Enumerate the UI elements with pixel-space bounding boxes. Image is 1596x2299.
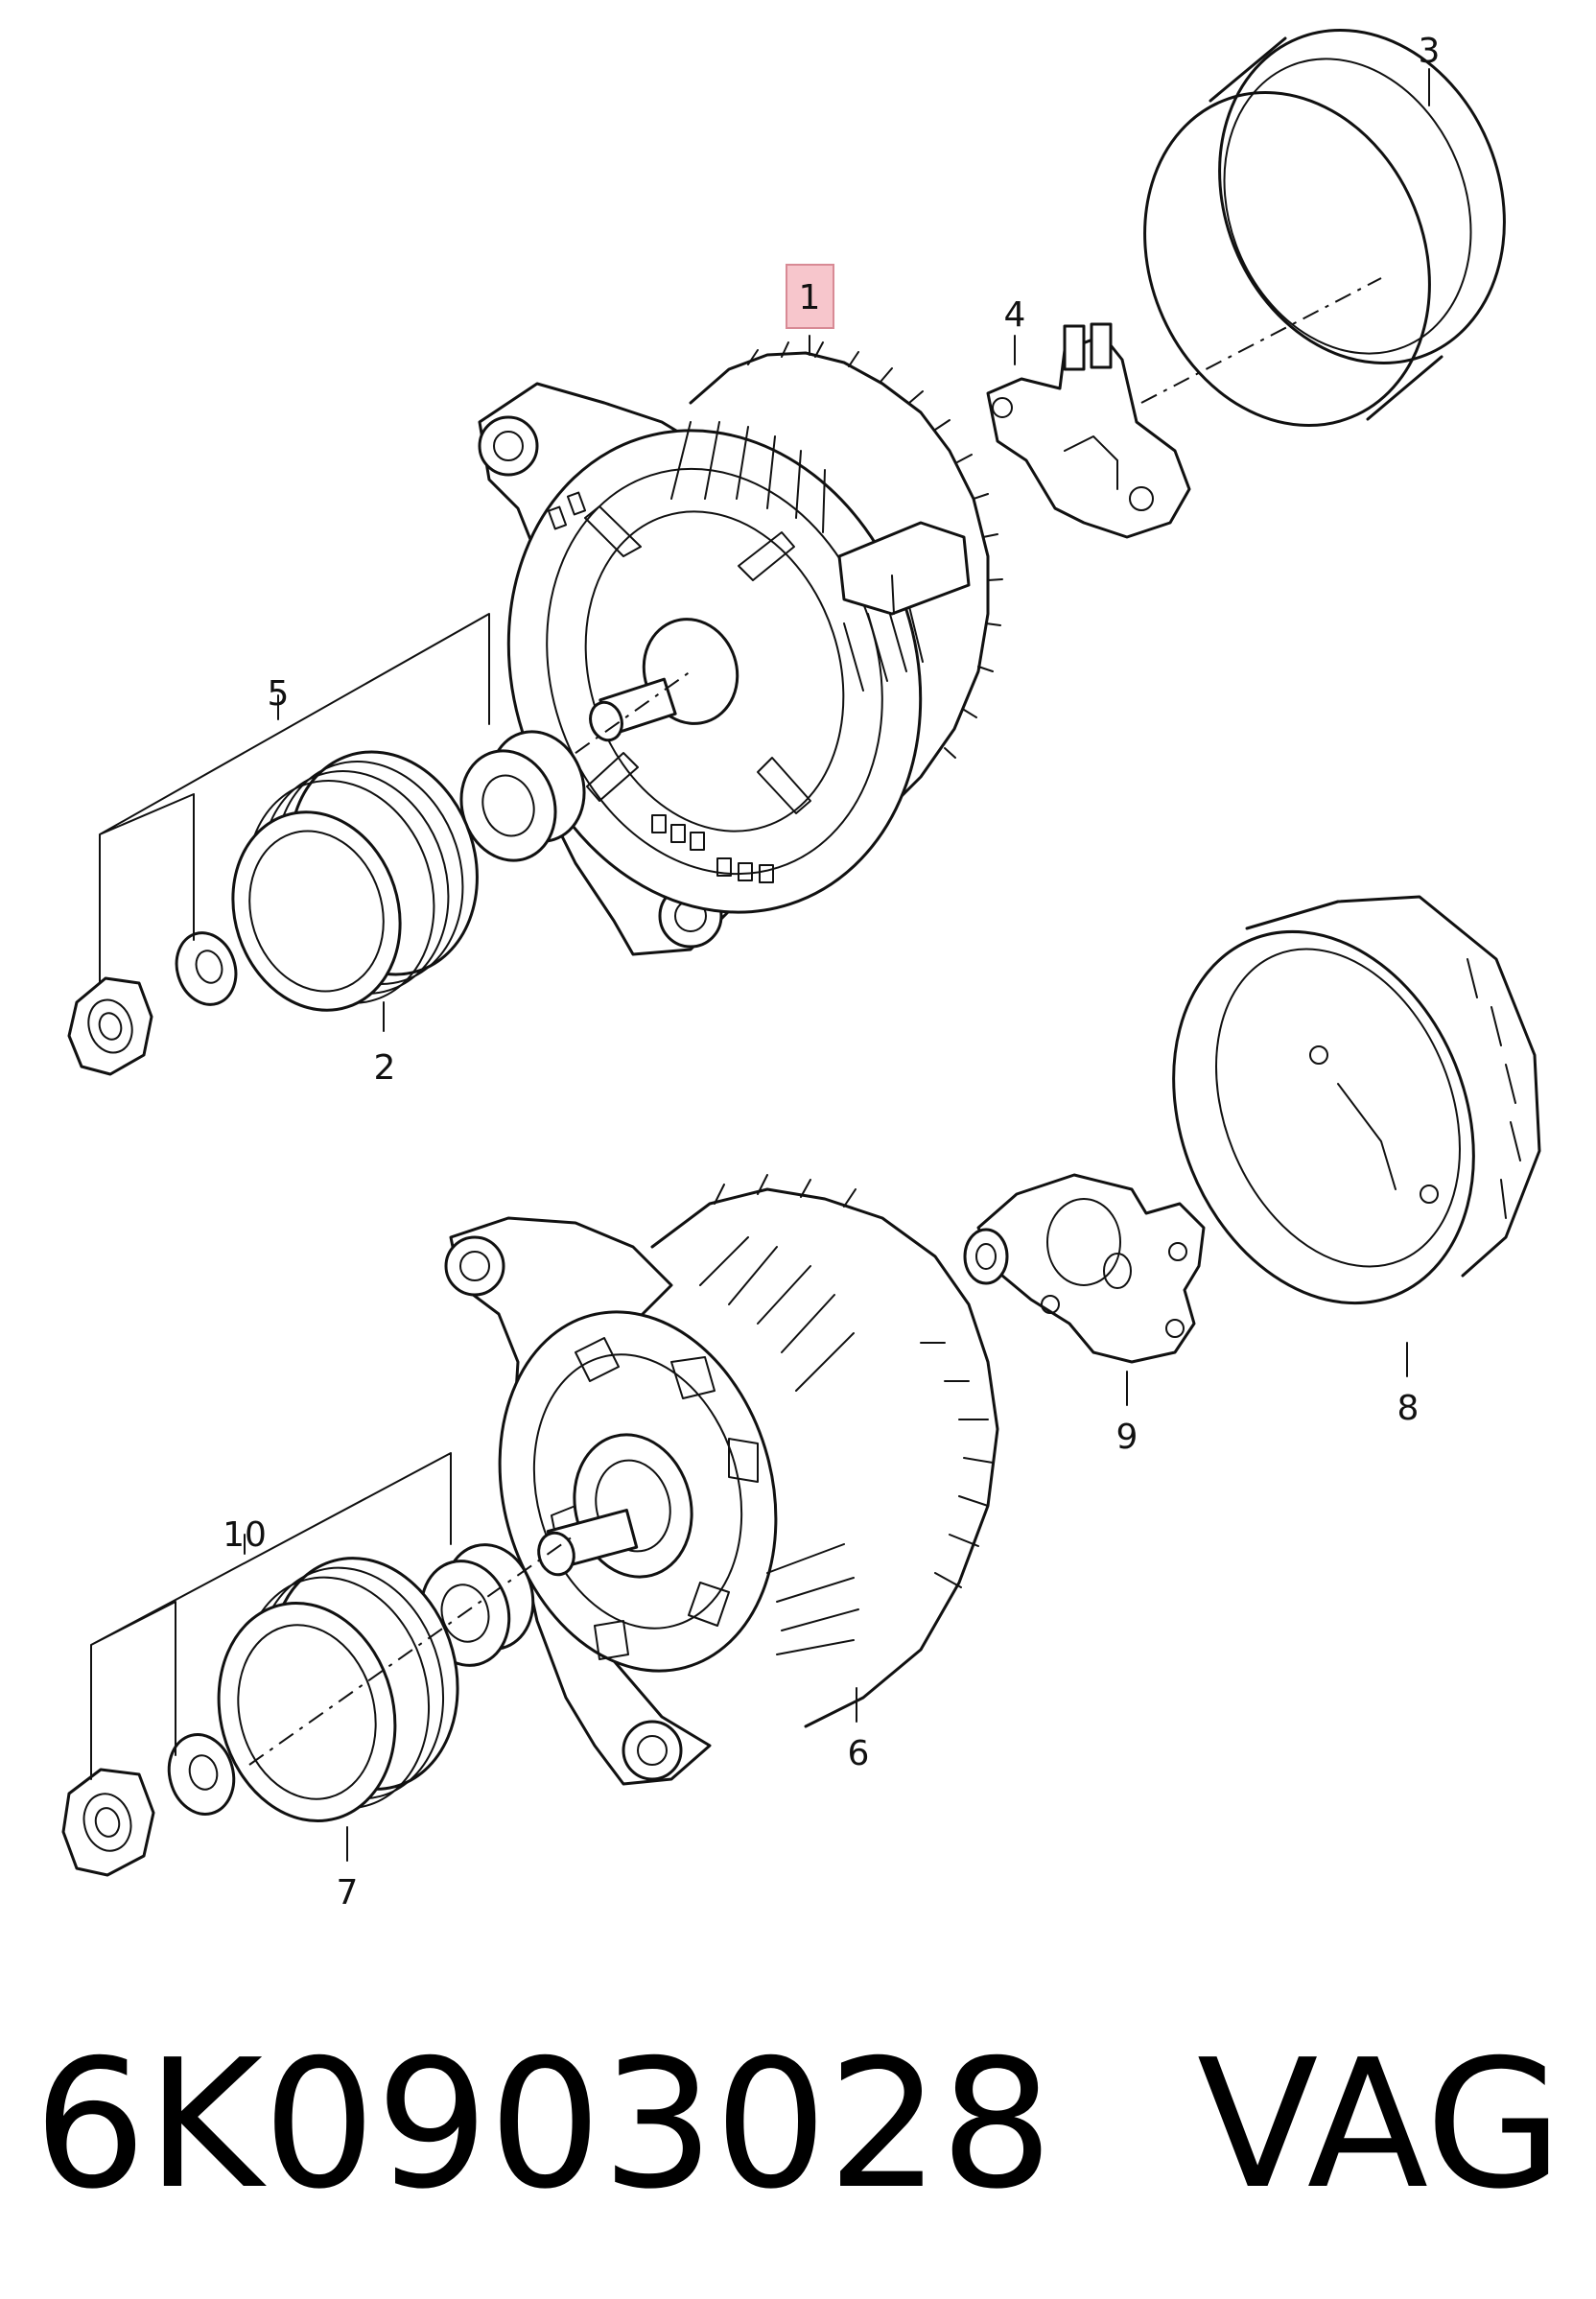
cover-ring-lower	[1172, 895, 1541, 1305]
callout-3: 3	[1419, 32, 1441, 71]
callout-7: 7	[337, 1873, 359, 1912]
brand-name: VAG	[1196, 2021, 1563, 2228]
callout-1-highlight	[786, 264, 834, 329]
callout-8: 8	[1397, 1389, 1420, 1428]
voltage-regulator-lower	[963, 1173, 1206, 1364]
nut-upper	[67, 976, 153, 1076]
part-number: 6K0903028	[34, 2021, 1053, 2228]
cover-ring-upper	[1140, 28, 1506, 428]
washer-lower	[167, 1733, 236, 1816]
axis-lower	[248, 1534, 576, 1766]
spacer-upper	[459, 730, 586, 862]
callout-4: 4	[1004, 295, 1026, 335]
leader-lines	[346, 68, 1430, 1862]
voltage-regulator-upper	[986, 322, 1191, 539]
callout-2: 2	[374, 1048, 396, 1088]
pulley-upper	[231, 750, 479, 1012]
bracket-10	[90, 1452, 452, 1780]
washer-upper	[175, 931, 238, 1006]
pulley-lower	[217, 1557, 459, 1822]
callout-5: 5	[268, 674, 290, 714]
alternator-upper	[277, 341, 1003, 965]
alternator-lower	[444, 1174, 999, 1786]
footer-label: 6K0903028 VAG	[34, 2014, 1568, 2235]
callout-6: 6	[848, 1734, 870, 1773]
callout-10: 10	[223, 1515, 267, 1555]
callout-9: 9	[1116, 1418, 1138, 1457]
nut-lower	[61, 1768, 155, 1877]
callout-1: 1	[799, 278, 821, 317]
bracket-5	[99, 613, 490, 984]
